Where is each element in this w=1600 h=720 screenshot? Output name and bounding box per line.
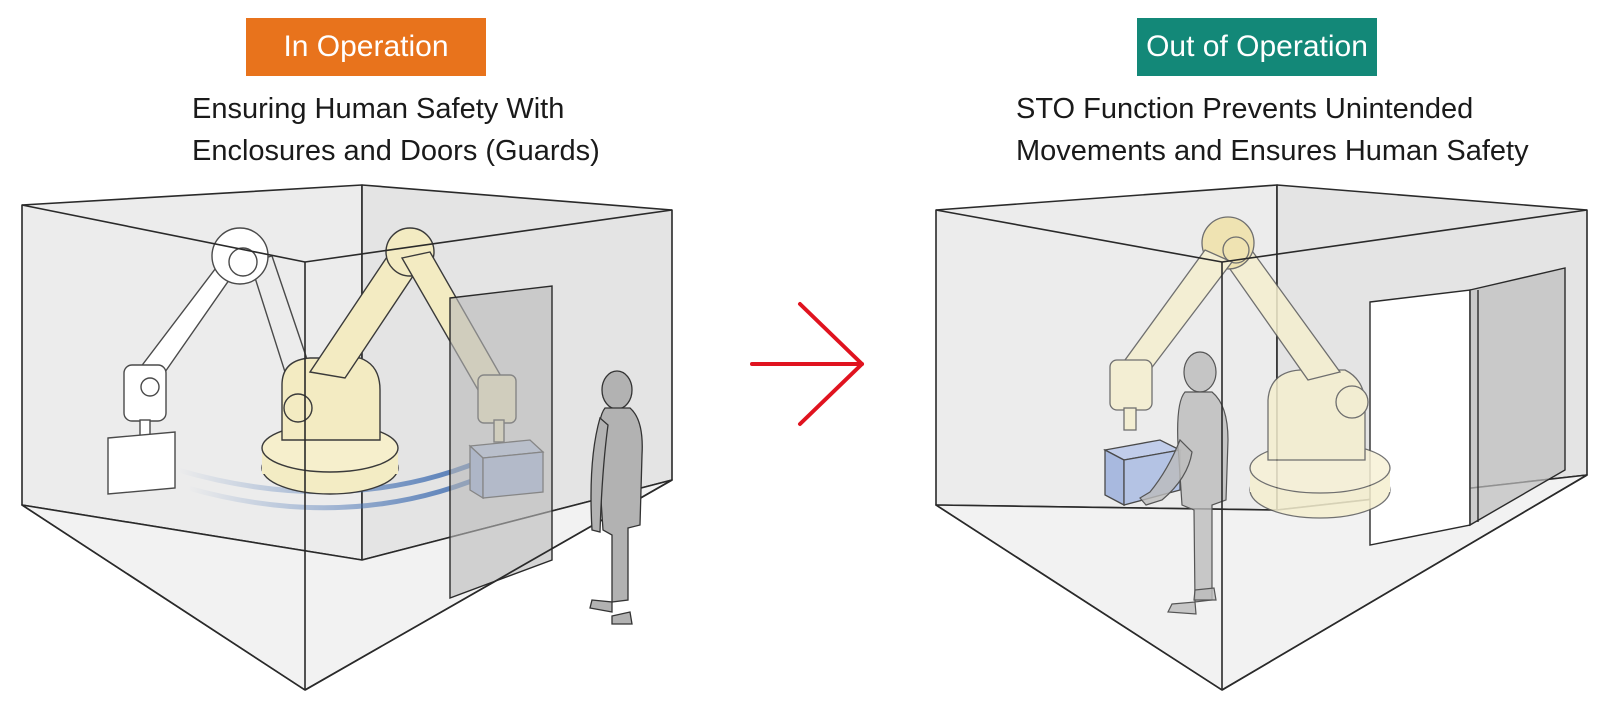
out-of-operation-caption: STO Function Prevents Unintended Movemen… [1016,88,1529,172]
in-operation-caption-line-1: Ensuring Human Safety With [192,93,565,125]
in-operation-caption-line-2: Enclosures and Doors (Guards) [192,135,600,167]
right-scene [935,184,1588,691]
worker-inside [1139,351,1229,615]
open-door [1369,267,1566,546]
in-operation-badge: In Operation [246,18,486,76]
guard-door [449,285,553,600]
arrow-right-icon [750,302,864,426]
in-operation-caption: Ensuring Human Safety With Enclosures an… [192,88,600,172]
out-of-operation-caption-line-1: STO Function Prevents Unintended [1016,93,1474,125]
out-of-operation-caption-line-2: Movements and Ensures Human Safety [1016,135,1529,167]
out-of-operation-badge: Out of Operation [1137,18,1377,76]
ghost-robot [107,227,311,495]
worker-outside [589,370,643,625]
stopped-robot [1109,216,1391,519]
left-scene [21,184,673,691]
